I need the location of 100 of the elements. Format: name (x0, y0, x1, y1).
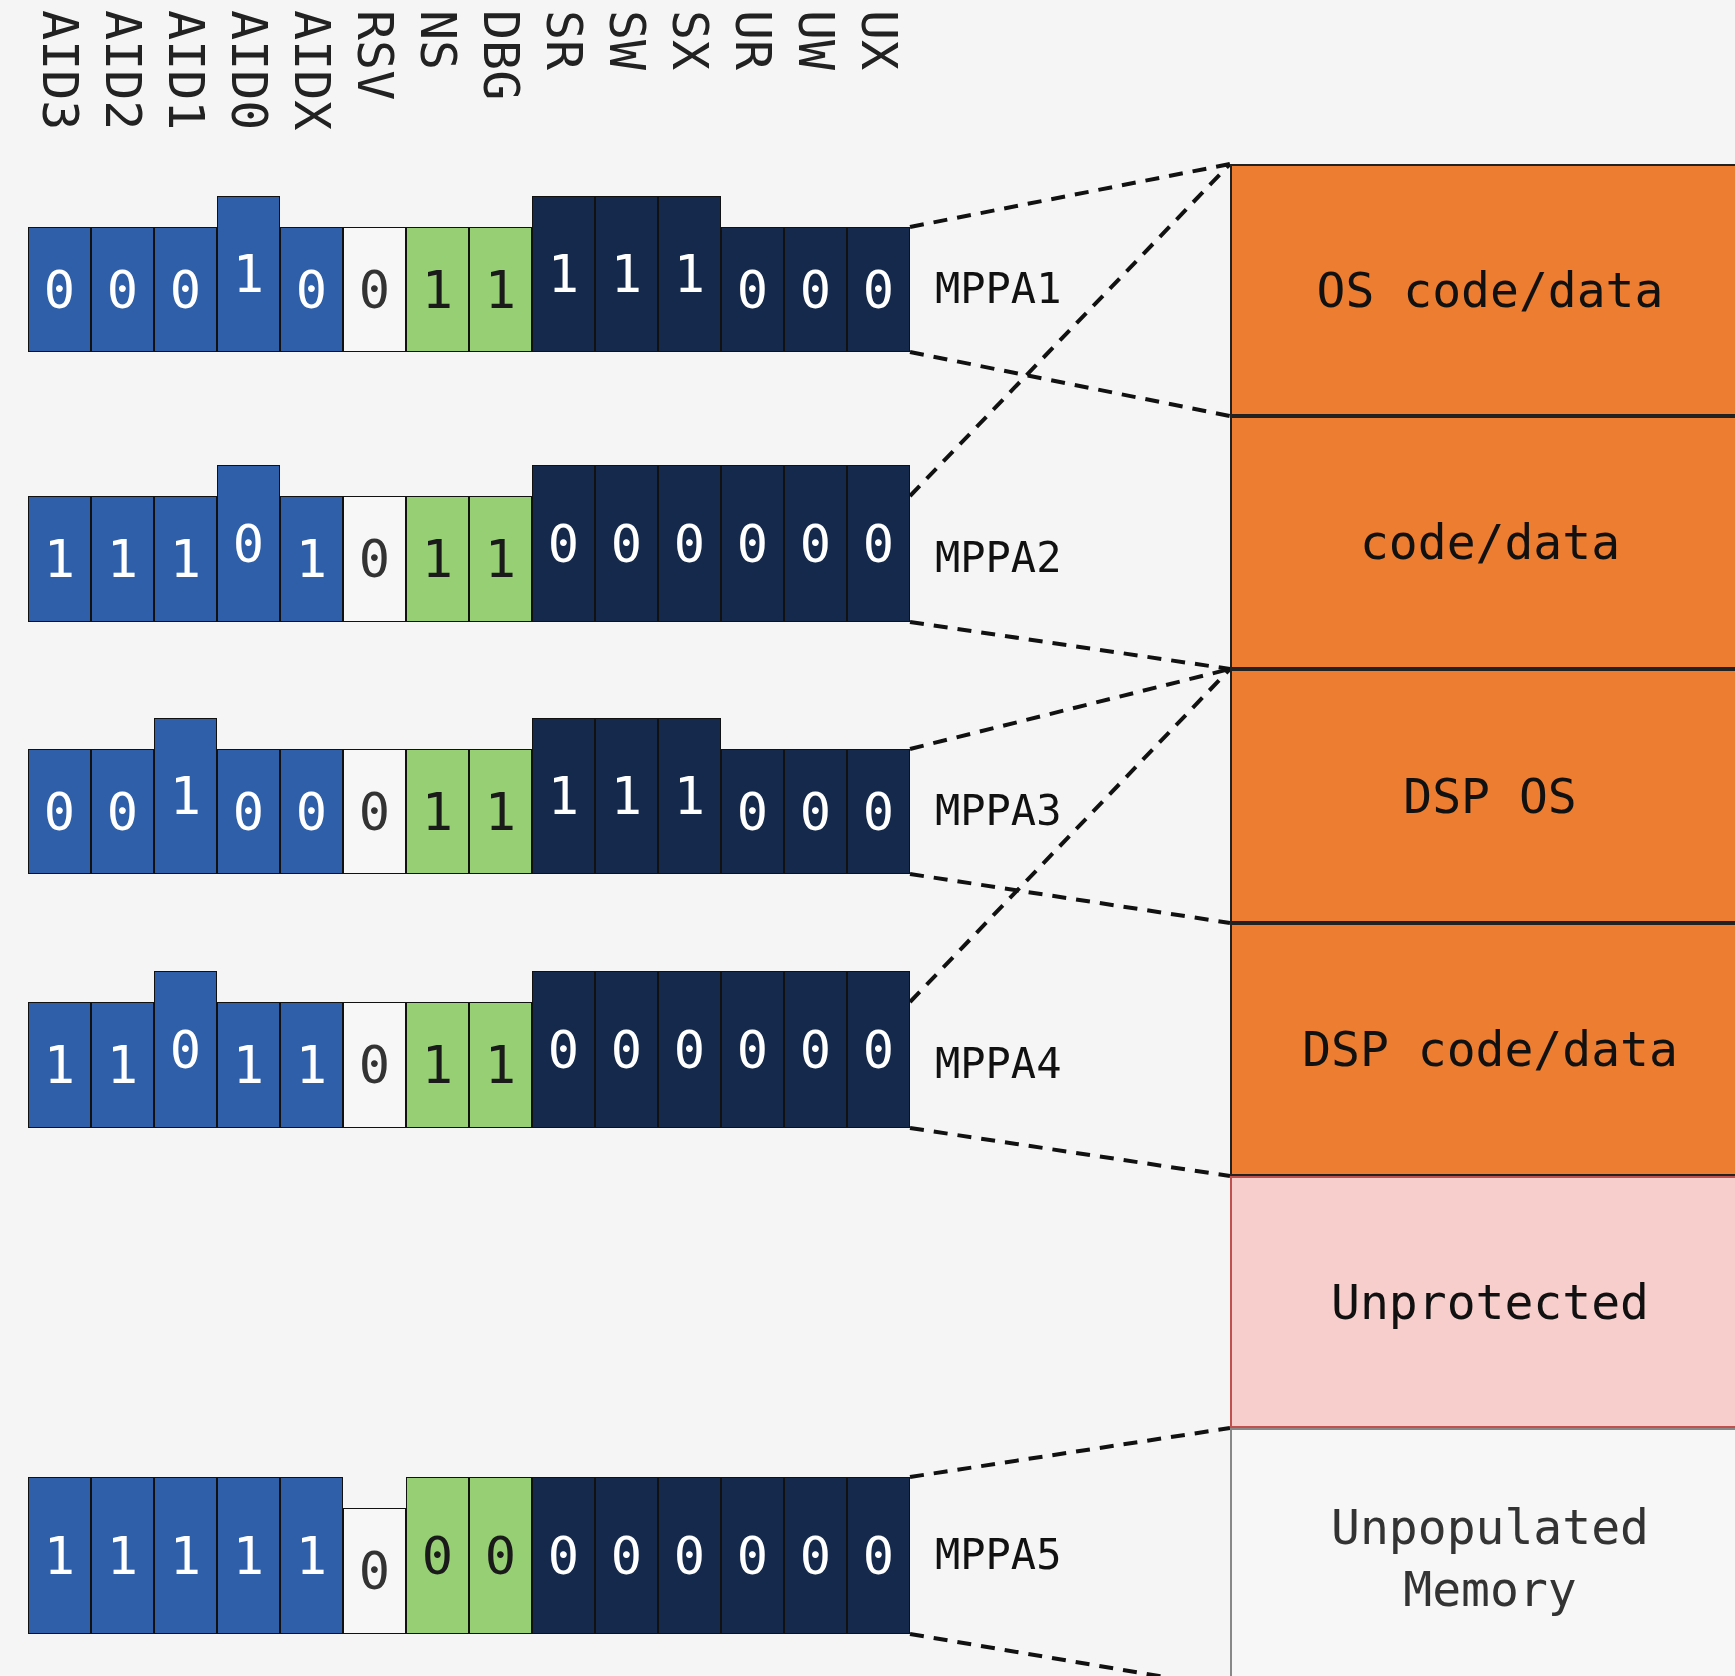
bit-cell: 0 (721, 1477, 784, 1634)
bit-cell: 0 (532, 971, 595, 1128)
bit-cell: 0 (847, 749, 910, 874)
bit-cell: 1 (217, 1477, 280, 1634)
bit-cell: 1 (91, 496, 154, 622)
bit-cell: 0 (343, 1002, 406, 1128)
bit-cell: 0 (721, 749, 784, 874)
bit-cell: 1 (595, 718, 658, 874)
register-name: MPPA4 (935, 1039, 1062, 1088)
bit-cell: 0 (217, 749, 280, 874)
memory-region (1230, 1428, 1735, 1676)
bit-cell: 0 (784, 465, 847, 622)
bit-cell: 1 (532, 718, 595, 874)
bit-cell: 1 (280, 496, 343, 622)
memory-region (1230, 416, 1735, 669)
dashed-mapping-line (909, 1426, 1231, 1479)
bit-cell: 1 (154, 496, 217, 622)
bit-cell: 0 (343, 496, 406, 622)
bit-cell: 1 (658, 196, 721, 352)
bit-cell: 1 (469, 227, 532, 352)
region-label: Unpopulated Memory (1330, 1497, 1650, 1619)
dashed-mapping-line (909, 620, 1231, 671)
bit-cell: 0 (784, 227, 847, 352)
region-label: DSP code/data (1301, 1020, 1679, 1080)
bit-cell: 1 (91, 1002, 154, 1128)
register-name: MPPA1 (935, 263, 1062, 313)
bit-cell: 0 (784, 749, 847, 874)
dashed-mapping-line (909, 162, 1231, 229)
column-header: AIDX (283, 10, 340, 131)
region-label: OS code/data (1315, 260, 1665, 320)
bit-cell: 0 (721, 465, 784, 622)
column-header: UX (850, 10, 907, 71)
dashed-mapping-line (908, 162, 1232, 498)
bit-cell: 1 (406, 749, 469, 874)
memory-region (1230, 923, 1735, 1176)
bit-cell: 0 (343, 227, 406, 352)
register-name: MPPA5 (935, 1529, 1062, 1579)
bit-cell: 1 (469, 749, 532, 874)
bit-cell: 0 (532, 1477, 595, 1634)
bit-cell: 0 (91, 749, 154, 874)
bit-cell: 0 (658, 1477, 721, 1634)
dashed-mapping-line (909, 1126, 1231, 1178)
column-header: AID3 (31, 10, 88, 131)
bit-cell: 1 (658, 718, 721, 874)
dashed-mapping-line (908, 667, 1232, 1004)
bit-cell: 0 (91, 227, 154, 352)
bit-cell: 1 (595, 196, 658, 352)
bit-cell: 0 (217, 465, 280, 622)
bit-cell: 0 (784, 971, 847, 1128)
bit-cell: 0 (154, 971, 217, 1128)
bit-cell: 1 (406, 1002, 469, 1128)
bit-cell: 1 (28, 1477, 91, 1634)
bit-cell: 0 (595, 465, 658, 622)
bit-cell: 0 (721, 971, 784, 1128)
bit-cell: 1 (469, 496, 532, 622)
bit-cell: 1 (406, 227, 469, 352)
memory-region (1230, 164, 1735, 416)
bit-cell: 1 (154, 718, 217, 874)
bit-cell: 0 (847, 971, 910, 1128)
bit-cell: 1 (217, 1002, 280, 1128)
bit-cell: 1 (406, 496, 469, 622)
bit-cell: 1 (28, 1002, 91, 1128)
bit-cell: 1 (532, 196, 595, 352)
bit-cell: 0 (343, 1508, 406, 1634)
bit-cell: 0 (532, 465, 595, 622)
memory-region (1230, 669, 1735, 923)
bit-cell: 0 (343, 749, 406, 874)
bit-cell: 1 (280, 1477, 343, 1634)
column-header: RSV (346, 10, 403, 101)
bit-cell: 1 (28, 496, 91, 622)
memory-region (1230, 1176, 1735, 1428)
bit-cell: 0 (469, 1477, 532, 1634)
column-header: UR (724, 10, 781, 71)
dashed-mapping-line (909, 872, 1231, 925)
bit-cell: 0 (595, 1477, 658, 1634)
bit-cell: 0 (154, 227, 217, 352)
bit-cell: 0 (280, 749, 343, 874)
column-header: NS (409, 10, 466, 71)
bit-cell: 0 (847, 227, 910, 352)
bit-cell: 0 (28, 749, 91, 874)
bit-cell: 0 (406, 1477, 469, 1634)
region-label: DSP OS (1402, 766, 1578, 826)
column-header: DBG (472, 10, 529, 101)
dashed-mapping-line (909, 350, 1231, 418)
bit-cell: 0 (847, 1477, 910, 1634)
bit-cell: 0 (847, 465, 910, 622)
column-header: AID0 (220, 10, 277, 131)
bit-cell: 1 (469, 1002, 532, 1128)
column-header: SX (661, 10, 718, 71)
bit-cell: 1 (280, 1002, 343, 1128)
bit-cell: 0 (658, 971, 721, 1128)
column-header: AID1 (157, 10, 214, 131)
register-name: MPPA2 (935, 533, 1062, 582)
region-label: code/data (1358, 513, 1622, 573)
column-header: SR (535, 10, 592, 71)
bit-cell: 0 (721, 227, 784, 352)
bit-cell: 0 (784, 1477, 847, 1634)
column-header: SW (598, 10, 655, 71)
region-label: Unprotected (1330, 1272, 1650, 1332)
column-header: UW (787, 10, 844, 71)
